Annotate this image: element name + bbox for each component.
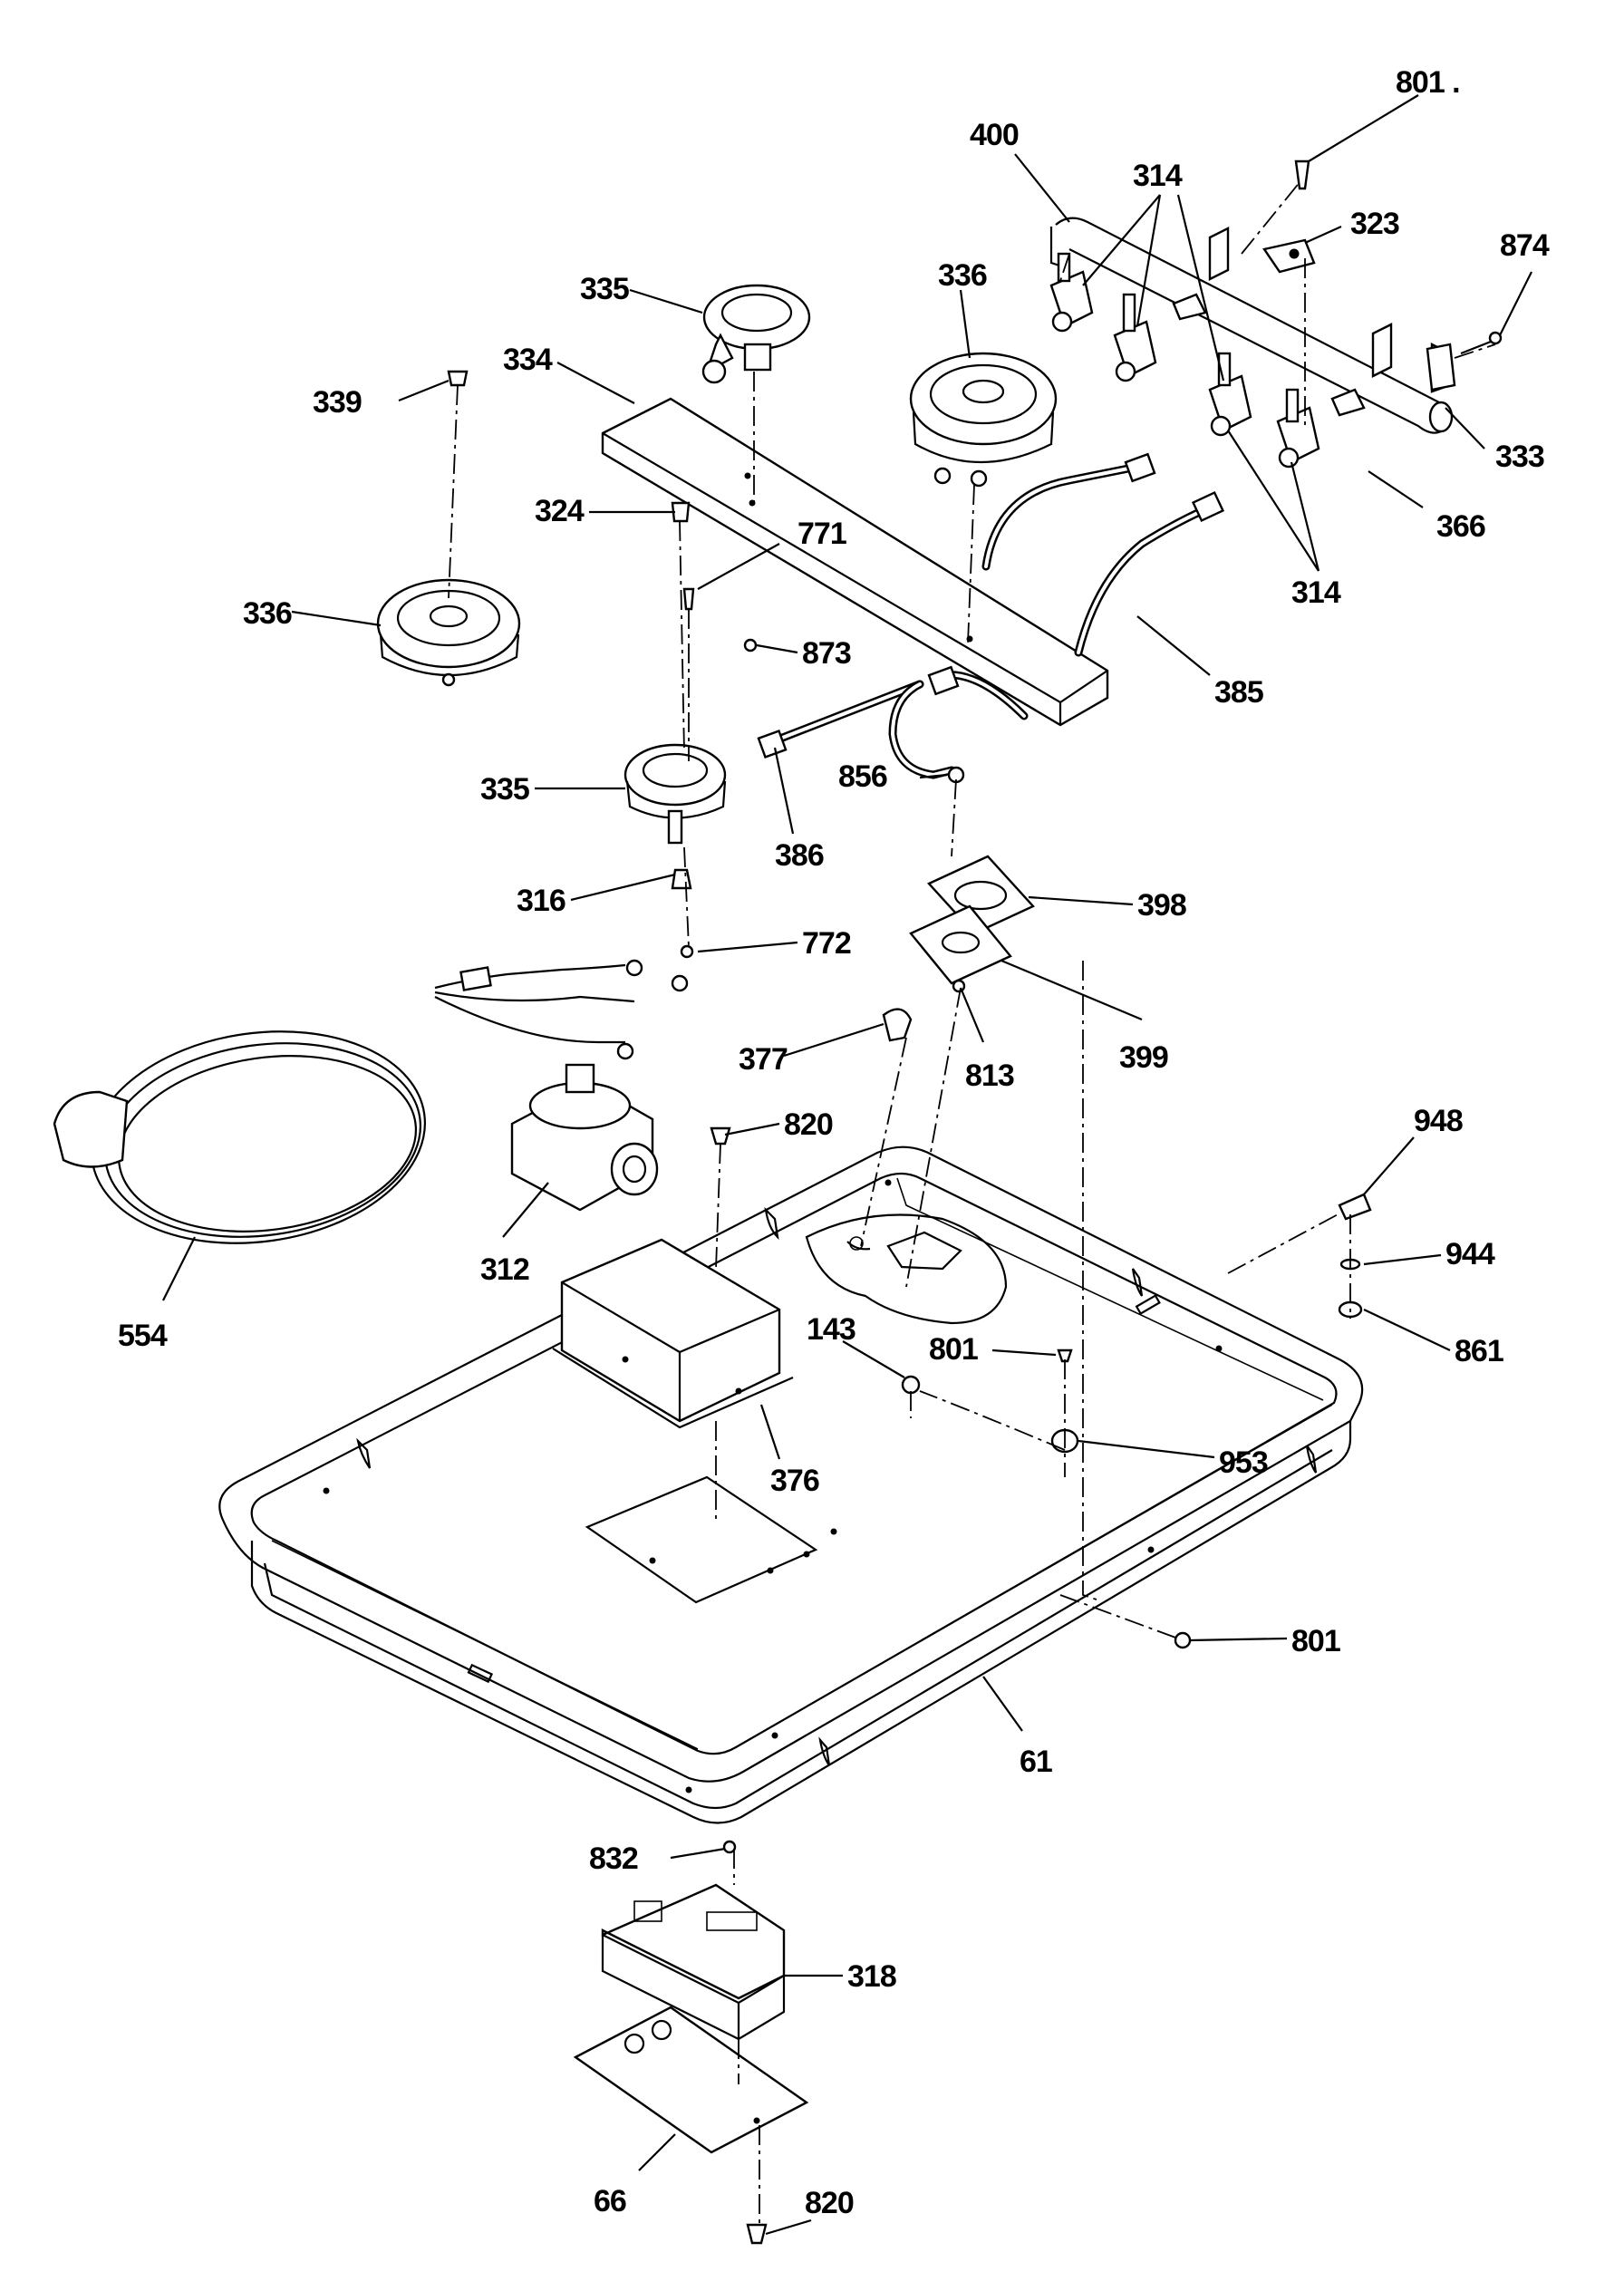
valve-314-c <box>1208 352 1252 437</box>
label-335-top: 335 <box>580 272 629 306</box>
label-143: 143 <box>807 1312 856 1347</box>
label-820-top: 820 <box>784 1107 833 1142</box>
label-385: 385 <box>1214 675 1263 710</box>
label-554: 554 <box>118 1319 168 1353</box>
label-772: 772 <box>802 926 851 961</box>
regulator-312 <box>510 1063 659 1212</box>
label-333: 333 <box>1495 440 1544 474</box>
bracket-66 <box>573 2006 809 2154</box>
label-399: 399 <box>1119 1040 1168 1075</box>
part-labels: 801 . 400 314 323 874 335 336 334 333 33… <box>118 65 1551 2220</box>
label-801-bottom: 801 <box>1291 1624 1340 1658</box>
label-366: 366 <box>1436 509 1485 544</box>
label-400: 400 <box>970 118 1019 152</box>
manifold-assembly <box>1049 160 1503 469</box>
valve-314-d <box>1276 388 1320 469</box>
label-377: 377 <box>739 1042 788 1077</box>
label-323: 323 <box>1350 207 1399 241</box>
label-335-lower: 335 <box>480 772 529 807</box>
power-cord-554 <box>53 959 689 1244</box>
label-314-lower: 314 <box>1291 575 1341 610</box>
label-861: 861 <box>1455 1334 1503 1368</box>
label-948: 948 <box>1414 1104 1463 1138</box>
burner-336-left <box>376 578 521 687</box>
label-318: 318 <box>847 1959 896 1994</box>
label-339: 339 <box>313 385 362 420</box>
burner-335-top <box>701 284 811 384</box>
gas-tubes <box>757 452 1225 779</box>
label-944: 944 <box>1445 1237 1495 1271</box>
label-312: 312 <box>480 1252 529 1287</box>
label-316: 316 <box>517 884 566 918</box>
label-314-top: 314 <box>1133 159 1183 193</box>
burner-336-top-right <box>909 352 1058 488</box>
label-386: 386 <box>775 838 824 873</box>
label-771: 771 <box>798 517 846 551</box>
base-pan <box>218 1146 1364 1824</box>
label-324: 324 <box>535 494 585 528</box>
label-336-left: 336 <box>243 596 292 631</box>
label-801-mid: 801 <box>929 1332 978 1367</box>
label-873: 873 <box>802 636 851 671</box>
label-61: 61 <box>1020 1745 1052 1779</box>
gaskets <box>909 855 1035 985</box>
label-336-top: 336 <box>938 258 987 293</box>
label-832: 832 <box>589 1842 638 1876</box>
burner-335-lower <box>624 743 727 845</box>
label-813: 813 <box>965 1058 1014 1093</box>
label-376: 376 <box>770 1464 819 1498</box>
label-801-top: 801 . <box>1396 65 1460 100</box>
label-953: 953 <box>1219 1445 1268 1480</box>
label-856: 856 <box>838 759 887 794</box>
label-874: 874 <box>1500 228 1550 263</box>
valve-314-b <box>1113 293 1157 382</box>
box-376 <box>552 1238 794 1429</box>
label-334: 334 <box>503 343 553 377</box>
cross-bracket-334 <box>601 397 1109 727</box>
leader-lines <box>162 94 1532 2236</box>
centerlines <box>448 180 1496 2225</box>
label-820-bottom: 820 <box>805 2186 854 2220</box>
label-66: 66 <box>594 2184 626 2218</box>
igniter-module-318 <box>601 1883 786 2041</box>
label-398: 398 <box>1137 888 1186 923</box>
